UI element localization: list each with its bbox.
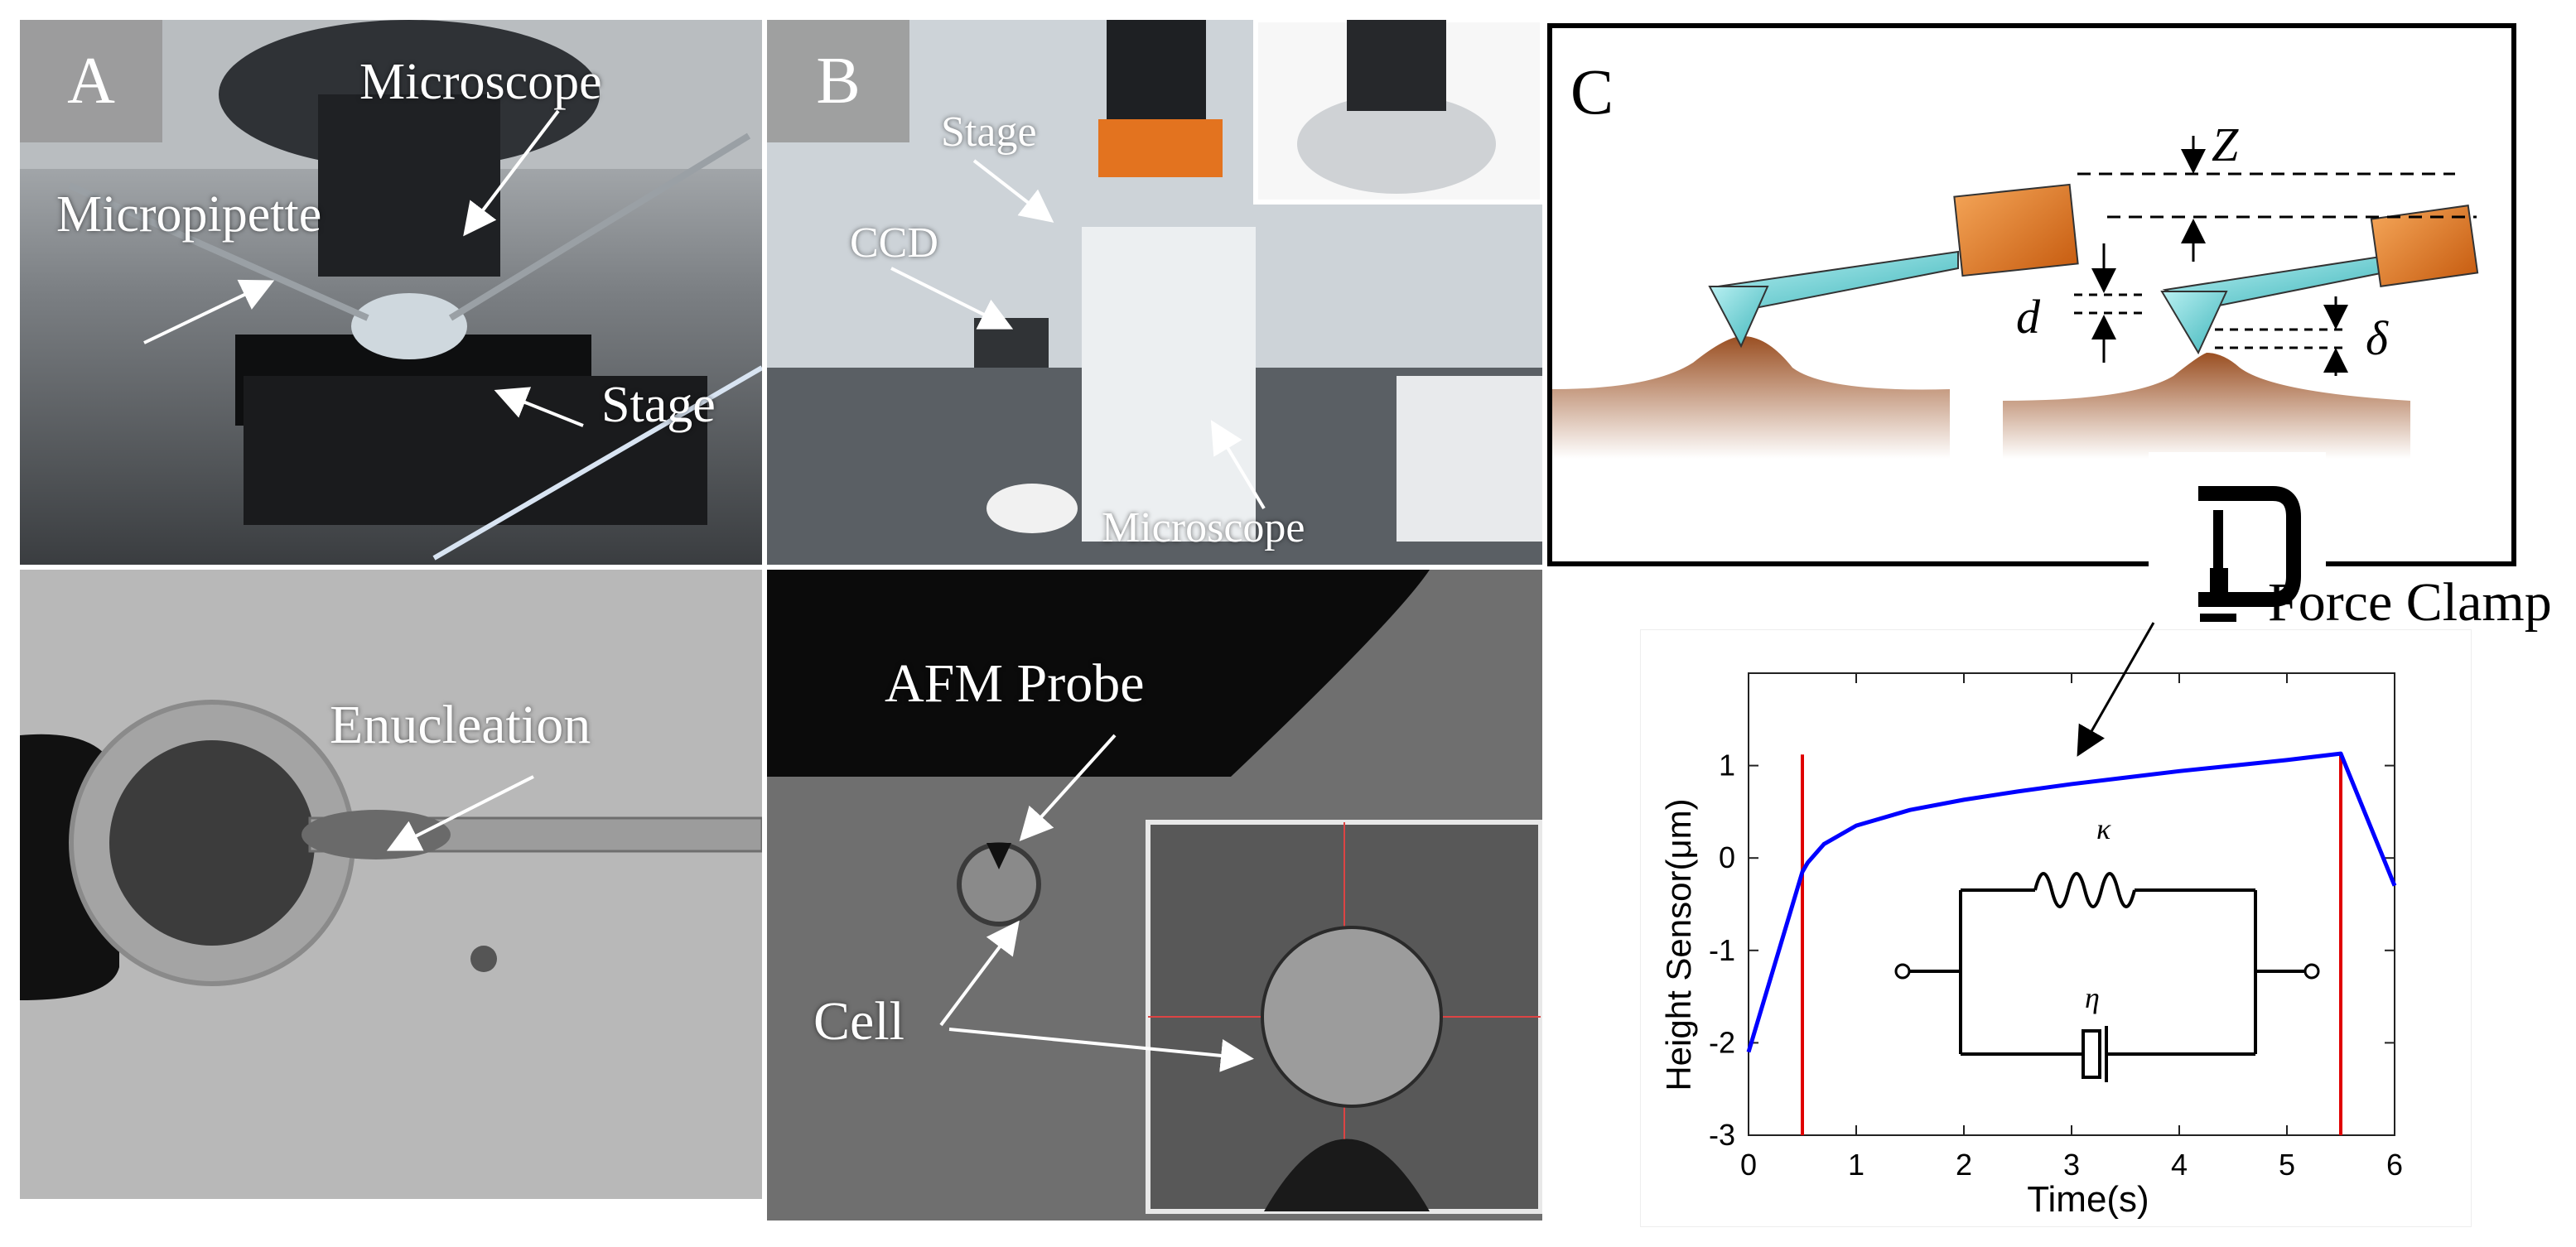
height-sensor-chart: 0 1 2 3 4 5 6 -3 -2 -1 0 1 Time(s) Height Sensor(μm… bbox=[1640, 629, 2472, 1227]
force-clamp-label: Force Clamp bbox=[2268, 572, 2552, 633]
y-tick-label: 1 bbox=[1719, 749, 1735, 782]
label-afm-probe: AFM Probe bbox=[885, 653, 1145, 714]
chart-axes-box bbox=[1748, 672, 2395, 1136]
symbol-kappa: κ bbox=[2096, 812, 2111, 845]
height-sensor-series-line bbox=[1746, 751, 2397, 1053]
panel-c-letter: C bbox=[1570, 55, 1614, 128]
afm-indentation-diagram: Z d δ bbox=[1552, 118, 2479, 459]
label-cell: Cell bbox=[813, 991, 904, 1052]
chart-x-axis-label: Time(s) bbox=[2027, 1179, 2149, 1220]
afm-probe-cell-image bbox=[767, 570, 1542, 1221]
kelvin-voigt-model-diagram: κ η bbox=[1894, 812, 2320, 1082]
panel-c-schematic: C bbox=[1547, 23, 2516, 566]
label-enucleation: Enucleation bbox=[330, 695, 591, 755]
label-microscope-a: Microscope bbox=[359, 54, 602, 110]
x-tick-label: 3 bbox=[2063, 1148, 2080, 1182]
symbol-eta: η bbox=[2085, 981, 2100, 1014]
symbol-delta: δ bbox=[2366, 311, 2389, 365]
afm-microscope-image bbox=[767, 20, 1542, 565]
panel-a-letter: A bbox=[20, 20, 162, 142]
label-ccd: CCD bbox=[850, 219, 938, 267]
x-tick-label: 6 bbox=[2386, 1148, 2403, 1182]
x-tick-label: 4 bbox=[2171, 1148, 2188, 1182]
x-tick-label: 5 bbox=[2279, 1148, 2295, 1182]
y-tick-label: 0 bbox=[1719, 840, 1735, 874]
x-tick-label: 0 bbox=[1740, 1148, 1757, 1182]
label-micropipette: Micropipette bbox=[56, 186, 322, 243]
oocyte-enucleation-image bbox=[20, 570, 762, 1199]
label-stage-a: Stage bbox=[601, 377, 716, 433]
symbol-d: d bbox=[2016, 290, 2041, 344]
y-tick-label: -2 bbox=[1709, 1025, 1735, 1059]
y-tick-label: -1 bbox=[1709, 933, 1735, 967]
x-tick-label: 1 bbox=[1848, 1148, 1864, 1182]
panel-b-afm-micrograph: AFM Probe Cell bbox=[767, 570, 1542, 1221]
symbol-z: Z bbox=[2212, 118, 2239, 171]
chart-svg: 0 1 2 3 4 5 6 -3 -2 -1 0 1 Time(s) Height Sensor(μm… bbox=[1659, 672, 2403, 1220]
label-microscope-b: Microscope bbox=[1102, 504, 1305, 551]
panel-b-letter: B bbox=[767, 20, 909, 142]
panel-a-setup-photo: A Microscope Micropipette Stage bbox=[20, 20, 762, 565]
clamp-icon-box bbox=[2149, 452, 2326, 641]
panel-b-afm-setup-photo: B Stage CCD Microscope bbox=[767, 20, 1542, 565]
y-tick-label: -3 bbox=[1709, 1118, 1735, 1152]
chart-plot-area: 0 1 2 3 4 5 6 -3 -2 -1 0 1 bbox=[1709, 672, 2403, 1182]
clamp-icon bbox=[2198, 486, 2301, 622]
chart-y-axis-label: Height Sensor(μm) bbox=[1659, 798, 1698, 1091]
panel-a-enucleation-micrograph: Enucleation bbox=[20, 570, 762, 1199]
label-stage-b: Stage bbox=[941, 108, 1037, 156]
x-tick-label: 2 bbox=[1956, 1148, 1972, 1182]
